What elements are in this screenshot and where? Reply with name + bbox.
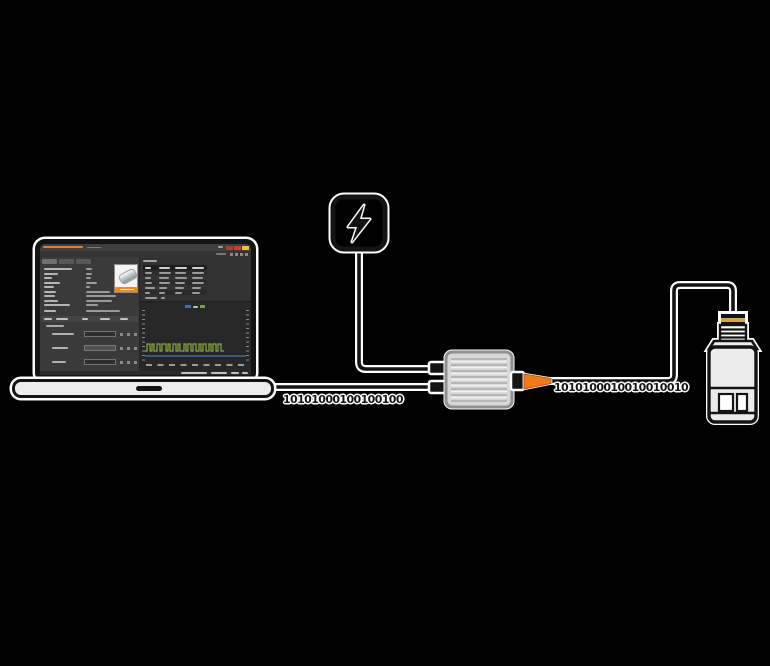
field-label [44,290,56,293]
gold-band [721,318,745,322]
field-label [44,286,54,288]
settings-panel [40,257,140,371]
stepper-icon[interactable] [127,346,130,350]
grid-header [42,316,138,322]
binary-data-label-left: 10101000100100100 [283,393,404,406]
green-signal-trace [145,343,224,352]
stepper-icon[interactable] [120,332,123,336]
stepper-icon[interactable] [120,346,123,350]
app-window [40,244,251,375]
table-row [143,280,207,285]
x-axis-labels [146,364,245,366]
stepper-icon[interactable] [127,332,130,336]
value-input[interactable] [84,359,116,365]
field-value [86,299,112,302]
toolbar-icon[interactable] [230,252,233,256]
sensor-cable [549,281,737,385]
field-label [44,304,70,306]
field-label [44,309,56,312]
stepper-icon[interactable] [134,360,137,364]
field-value [86,290,110,293]
power-cable [355,250,433,373]
field-value [86,286,90,288]
y-axis-ticks-left [142,310,145,362]
toolbar-icon[interactable] [235,252,238,256]
field-value [86,309,120,312]
field-label [44,272,58,275]
field-label [44,281,60,284]
sensor-device [703,311,763,425]
field-value [86,295,116,297]
title-subtext [87,246,101,248]
device-thumbnail [114,264,138,293]
converter-box [427,349,553,410]
vent-slot-left [717,392,735,413]
table-row [143,270,207,275]
table-row [143,285,207,290]
tab-3[interactable] [76,259,91,264]
output-connector [509,370,526,392]
field-label [44,277,52,279]
field-value [86,281,97,284]
binary-data-label-right: 1010100010010010010 [554,381,689,394]
vent-slot-right [735,392,749,413]
stepper-icon[interactable] [127,360,130,364]
value-input[interactable] [84,345,116,351]
panel-title [143,260,157,262]
data-plug [427,379,447,395]
power-plug [427,360,447,376]
toolbar-control[interactable] [216,253,226,255]
lightning-bolt-icon [346,203,372,244]
stepper-icon[interactable] [134,332,137,336]
tab-2[interactable] [59,259,74,264]
toolbar [40,251,251,257]
title-bar [40,244,251,251]
table-row [143,290,207,295]
table-row [143,295,207,300]
minimize-button[interactable] [226,245,233,250]
chart-area [140,301,251,371]
menu-icon[interactable] [218,246,223,248]
laptop-notch [136,386,162,391]
legend-blue-marker [185,305,191,308]
app-title-text [43,246,83,248]
field-value [86,304,98,306]
table-row [143,275,207,280]
toolbar-icon[interactable] [245,252,248,256]
stepper-icon[interactable] [120,360,123,364]
converter-ribs [451,358,507,402]
device-image [117,267,137,286]
field-value [86,277,91,279]
stepper-icon[interactable] [134,346,137,350]
group-row-label [46,325,64,327]
maximize-button[interactable] [234,245,241,250]
field-label [44,295,55,297]
field-label [44,299,58,302]
legend-green-marker [200,305,205,308]
thumbnail-orange-strip [115,287,137,292]
legend-text [193,305,198,308]
laptop-base [12,379,274,398]
close-button[interactable] [242,245,249,250]
power-adapter-icon [328,192,390,254]
field-value [86,268,92,270]
field-label [44,268,72,270]
status-bar [40,371,251,375]
monitor-panel [140,257,251,371]
tab-1[interactable] [42,259,57,264]
toolbar-icon[interactable] [240,252,243,256]
waveform-plot [145,343,246,357]
y-axis-ticks-right [246,310,249,362]
value-input[interactable] [84,331,116,337]
field-value [86,272,92,275]
laptop-screen [35,239,256,380]
table-header-row [143,265,207,270]
